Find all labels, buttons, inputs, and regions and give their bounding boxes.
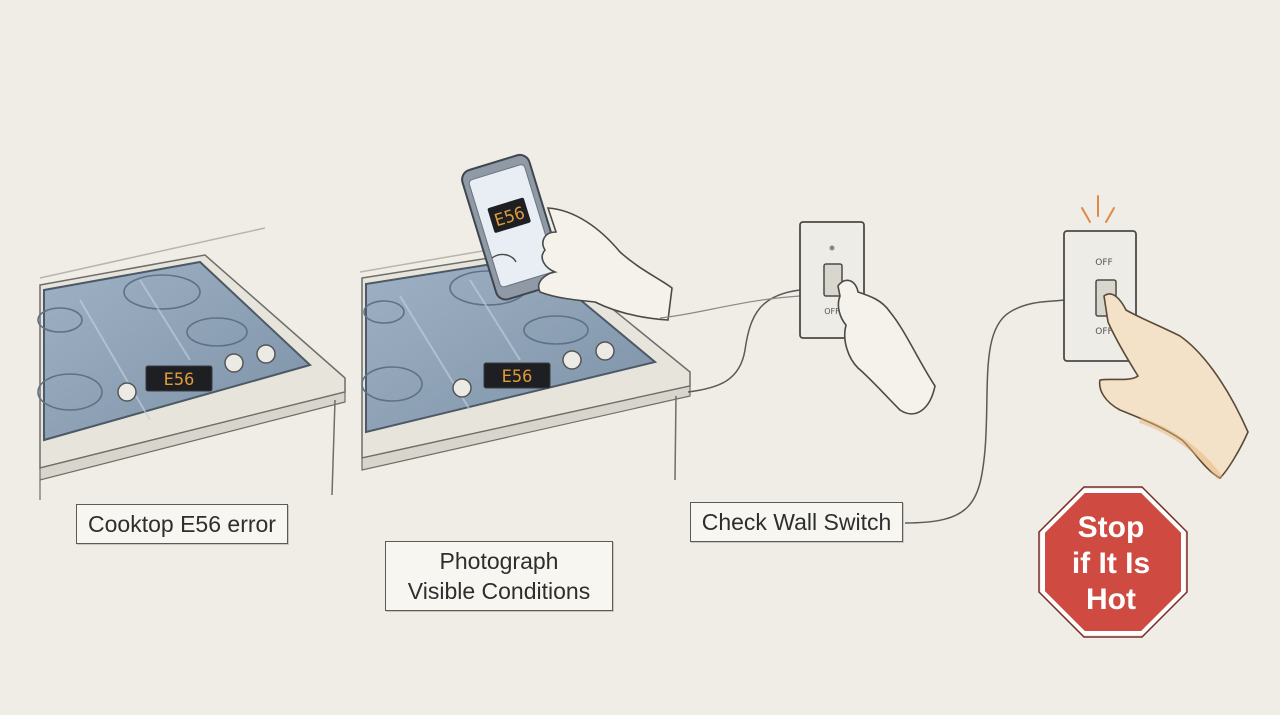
burner (186, 317, 248, 347)
step-label-text: Cooktop E56 error (88, 511, 276, 537)
cooktop-1: E56 (37, 227, 346, 500)
knob-icon (595, 341, 615, 361)
error-code-2: E56 (502, 367, 533, 387)
warning-line: Stop (1077, 511, 1145, 544)
burner (361, 366, 423, 402)
burner (123, 274, 201, 310)
cord-b (904, 299, 1065, 524)
knob-icon (562, 350, 582, 370)
burner (37, 307, 83, 333)
phone-in-hand: E56 (461, 153, 673, 321)
counter-front-2 (361, 385, 691, 471)
stop-sign-icon (1041, 489, 1185, 635)
warning-line: if It Is (1071, 547, 1151, 580)
cord-a (687, 289, 801, 393)
switch-b-top-label: OFF (1095, 258, 1112, 268)
counter-back-edge (39, 227, 266, 279)
error-display-2 (483, 362, 551, 389)
step-label-wall-switch: Check Wall Switch (690, 502, 903, 542)
step-label-line: Photograph (439, 548, 559, 574)
counter-front-1 (39, 391, 346, 481)
toggle-a (823, 263, 843, 297)
counter-back-edge (359, 247, 501, 273)
step-label-line: Visible Conditions (407, 578, 591, 604)
error-code-1: E56 (164, 370, 195, 390)
burner (523, 315, 589, 345)
wall-switch-a: OFF (659, 221, 936, 415)
stop-warning-text: Stop if It Is Hot (1040, 510, 1182, 618)
knob-icon (256, 344, 276, 364)
hand-3 (1098, 293, 1249, 479)
step-label-text: Check Wall Switch (701, 509, 892, 535)
cooktop-glass-1 (43, 260, 312, 442)
alert-spark-icon (1081, 195, 1115, 223)
switch-a-off-label: OFF (824, 307, 840, 316)
hand-2 (837, 279, 936, 415)
error-display-1 (145, 365, 213, 392)
warning-line: Hot (1086, 583, 1136, 616)
knob-icon (452, 378, 472, 398)
burner (363, 300, 405, 324)
switch-b-bottom-label: OFF (1095, 327, 1112, 337)
step-label-photograph: Photograph Visible Conditions (385, 541, 613, 611)
burner (37, 373, 103, 411)
knob-icon (117, 382, 137, 402)
hand-1 (537, 207, 673, 321)
knob-icon (224, 353, 244, 373)
wall-switch-b: OFF OFF (904, 195, 1249, 524)
cooktop-2: E56 (359, 247, 691, 481)
step-label-cooktop-error: Cooktop E56 error (76, 504, 288, 544)
